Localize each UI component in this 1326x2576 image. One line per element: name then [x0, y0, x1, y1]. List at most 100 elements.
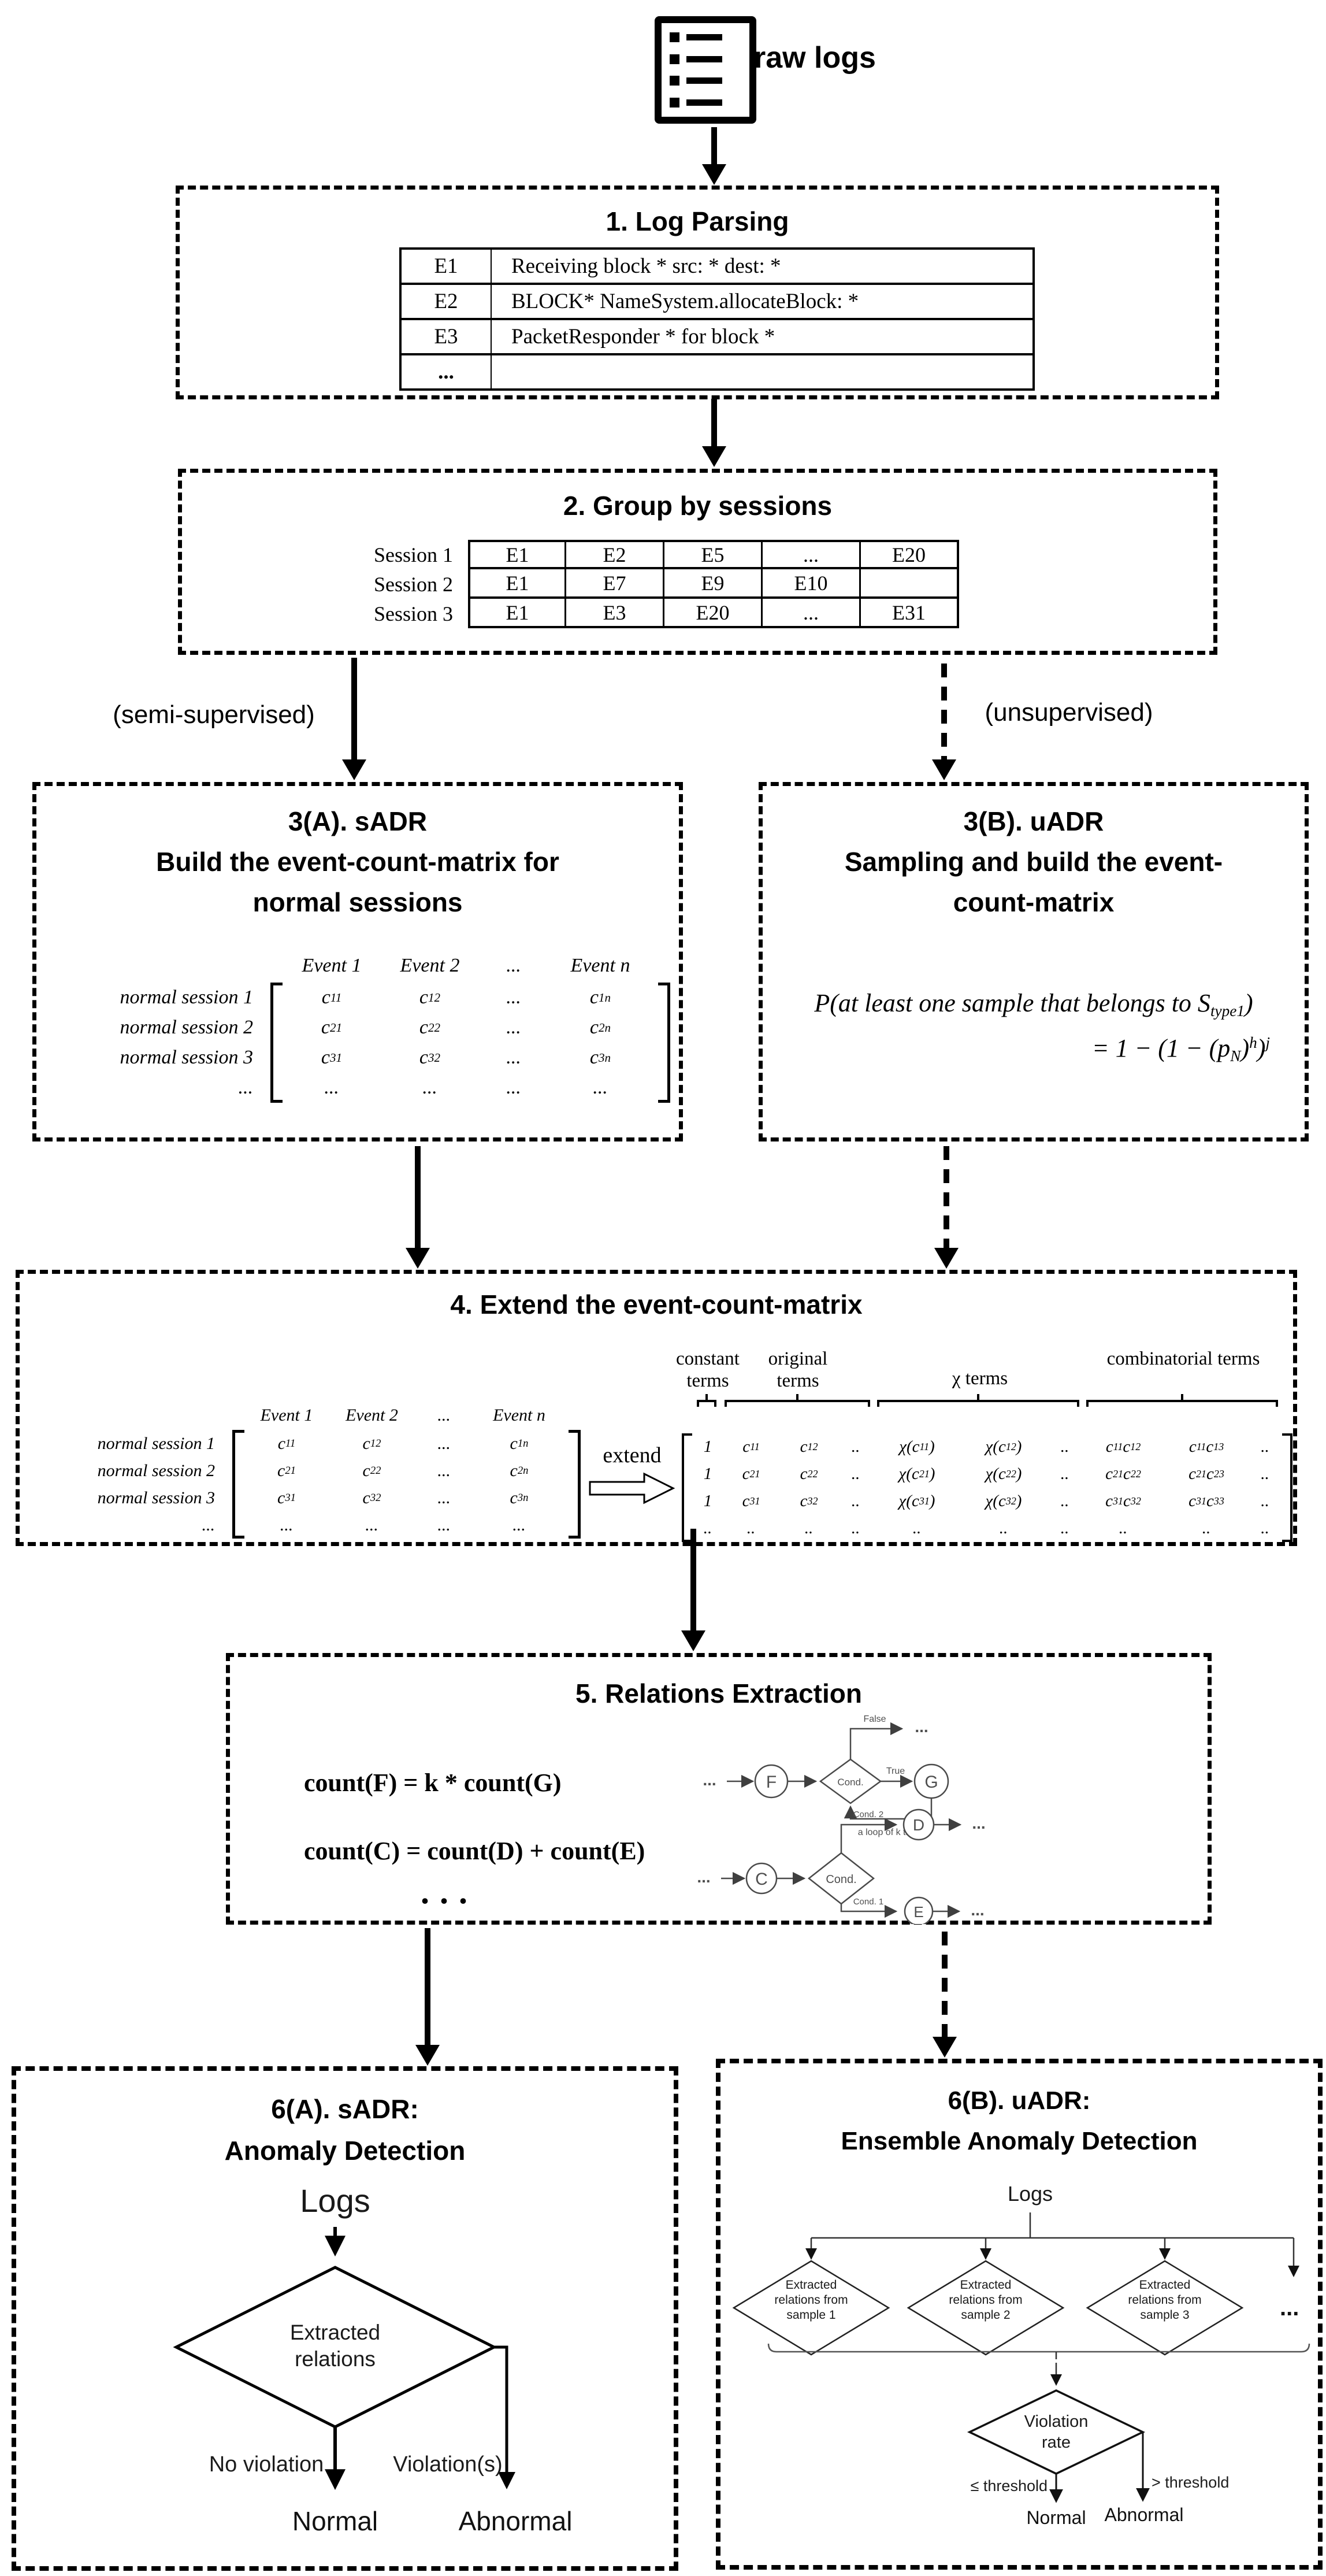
condition-label: Cond. [826, 1873, 856, 1886]
matrix-cell: ... [593, 1077, 608, 1098]
sample-diamond [1086, 2260, 1244, 2356]
matrix-cell: ... [437, 1515, 451, 1535]
node-e-label: E [913, 1903, 923, 1921]
session-cell: E1 [468, 569, 566, 599]
matrix-cell: ... [506, 987, 521, 1008]
matrix-cell: .. [703, 1519, 712, 1537]
collector-bracket [767, 2343, 1310, 2353]
node-g-label: G [924, 1773, 938, 1792]
matrix-row-label: normal session 1 [120, 987, 253, 1008]
box3b-title-line2: Sampling and build the event- [844, 847, 1223, 877]
matrix-bracket-left [270, 983, 283, 1103]
condition-label: Cond. [837, 1777, 863, 1788]
normal-label: Normal [1026, 2507, 1086, 2528]
session-table: Session 1 E1 E2 E5 ... E20 Session 2 E1 … [355, 540, 959, 628]
logs-label: Logs [300, 2182, 370, 2219]
table-row: ... [402, 353, 1032, 388]
matrix-cell: .. [1060, 1437, 1069, 1456]
matrix-row-label: normal session 3 [97, 1488, 215, 1507]
cond1-label: Cond. 1 [853, 1897, 884, 1907]
matrix-cell: .. [1060, 1519, 1069, 1537]
sampling-probability-formula-line2: = 1 − (1 − (pN)h)j [1091, 1034, 1270, 1065]
matrix-cell: .. [999, 1519, 1008, 1537]
event-id-cell: E3 [402, 320, 492, 353]
gt-threshold-label: > threshold [1152, 2474, 1230, 2491]
relation-flow-diagram-1 [727, 1722, 949, 1820]
session-cell: E2 [566, 540, 664, 569]
box6a-title-line1: 6(A). sADR: [271, 2094, 419, 2124]
extracted-relations-label: Extracted relations [289, 2321, 381, 2371]
arrow-unsupervised [931, 664, 957, 780]
box3a-title-line1: 3(A). sADR [288, 806, 428, 836]
matrix-cell: 1 [703, 1465, 712, 1483]
matrix-row-label: ... [238, 1077, 254, 1098]
matrix-col-header: Event n [570, 955, 630, 976]
log-line-icon [670, 76, 741, 86]
matrix-cell: .. [1060, 1465, 1069, 1483]
log-line-icon [670, 32, 741, 42]
chi-terms-brace [877, 1394, 1079, 1407]
false-label: False [863, 1714, 886, 1724]
matrix-cell: .. [851, 1437, 860, 1456]
box-uadr-ensemble-detection: 6(B). uADR: Ensemble Anomaly Detection L… [716, 2059, 1323, 2570]
session-cell: E7 [566, 569, 664, 599]
matrix-cell: 1 [703, 1492, 712, 1510]
arrow-rawlogs-to-parsing [701, 127, 727, 185]
abnormal-label: Abnormal [458, 2506, 573, 2536]
log-line-icon [670, 97, 741, 108]
log-line-icon [670, 54, 741, 64]
session-cell: E20 [861, 540, 959, 569]
box3b-title-line1: 3(B). uADR [963, 806, 1104, 836]
box3a-title-line2: Build the event-count-matrix for [156, 847, 559, 877]
le-threshold-label: ≤ threshold [970, 2477, 1048, 2495]
true-label: True [886, 1766, 905, 1776]
matrix-cell: ... [512, 1515, 526, 1535]
box1-title: 1. Log Parsing [606, 206, 789, 236]
matrix-col-header: Event 1 [302, 955, 362, 976]
matrix-cell: .. [1261, 1437, 1269, 1456]
matrix-cell: ... [324, 1077, 339, 1098]
box-sadr-build-matrix: 3(A). sADR Build the event-count-matrix … [32, 782, 683, 1141]
matrix-cell: .. [1261, 1465, 1269, 1483]
box-extend-matrix: 4. Extend the event-count-matrix Event 1… [16, 1270, 1297, 1546]
box3b-title-line3: count-matrix [953, 887, 1115, 917]
raw-logs-icon [655, 16, 756, 124]
arrow-semi-supervised [341, 658, 367, 780]
matrix-cell: .. [746, 1519, 756, 1537]
box6b-title-line2: Ensemble Anomaly Detection [841, 2127, 1198, 2155]
matrix-cell: ... [437, 1433, 451, 1453]
event-id-cell: E2 [402, 285, 492, 318]
arrow-relations-to-sadr-detection [415, 1928, 440, 2066]
matrix-row-label: ... [202, 1515, 216, 1535]
matrix-bracket-right [569, 1430, 581, 1539]
more-relations-ellipsis: ... [421, 1873, 478, 1911]
cond2-label: Cond. 2 [853, 1810, 884, 1819]
combinatorial-terms-brace [1086, 1394, 1278, 1407]
box6b-title: 6(B). uADR: Ensemble Anomaly Detection [720, 2081, 1318, 2162]
abnormal-label: Abnormal [1104, 2504, 1184, 2525]
sample-diamond-label: Extracted relations from sample 2 [949, 2278, 1023, 2322]
flow-start-ellipsis: ... [697, 1868, 710, 1886]
box-group-by-sessions: 2. Group by sessions Session 1 E1 E2 E5 … [178, 469, 1217, 655]
session-cell: E10 [763, 569, 861, 599]
matrix-bracket-left [682, 1433, 692, 1542]
